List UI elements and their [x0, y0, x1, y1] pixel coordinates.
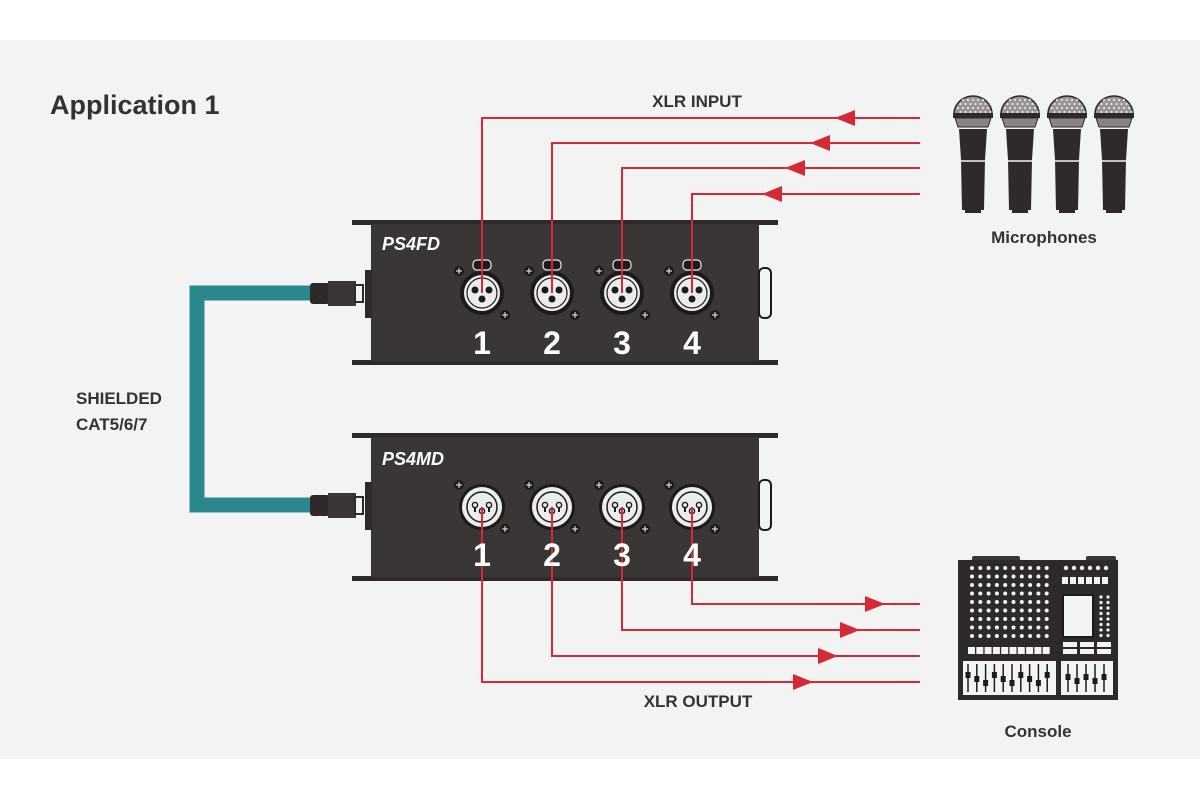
ps4fd-device: PS4FD [352, 220, 778, 365]
console-label: Console [1004, 722, 1071, 741]
cable-label-line1: SHIELDED [76, 389, 162, 408]
xlr-input-label: XLR INPUT [652, 92, 742, 111]
mixing-console-icon [958, 556, 1118, 700]
output-line-4 [691, 507, 920, 612]
arrow-right-icon [840, 622, 860, 638]
ps4md-model-label: PS4MD [382, 449, 444, 469]
xlr-output-lines [481, 507, 920, 690]
input-line-2 [551, 135, 920, 293]
xlr-output-label: XLR OUTPUT [644, 692, 753, 711]
cable-label-line2: CAT5/6/7 [76, 415, 148, 434]
input-line-4 [691, 186, 920, 293]
ps4fd-channel-number-3: 3 [613, 325, 631, 361]
microphone-icon [1094, 95, 1134, 213]
rj45-plug-bottom [310, 493, 364, 518]
ps4fd-channel-number-1: 1 [473, 325, 491, 361]
output-line-1 [481, 507, 920, 690]
microphone-icon [953, 95, 993, 213]
ps4md-channel-number-4: 4 [683, 537, 701, 573]
ps4fd-model-label: PS4FD [382, 234, 440, 254]
input-line-3 [621, 160, 920, 293]
microphones-group [953, 95, 1134, 213]
diagram-title: Application 1 [50, 90, 220, 120]
output-line-3 [621, 507, 920, 638]
microphone-icon [1047, 95, 1087, 213]
arrow-left-icon [762, 186, 782, 202]
xlr-male-connector-1[interactable] [454, 480, 510, 534]
microphones-label: Microphones [991, 228, 1097, 247]
ps4md-channel-number-3: 3 [613, 537, 631, 573]
input-line-1 [481, 110, 920, 293]
arrow-left-icon [810, 135, 830, 151]
ps4md-device: PS4MD [352, 433, 778, 581]
arrow-left-icon [835, 110, 855, 126]
arrow-left-icon [785, 160, 805, 176]
arrow-right-icon [818, 648, 838, 664]
xlr-female-connector-4[interactable] [664, 259, 720, 320]
xlr-input-lines [481, 110, 920, 293]
cat-cable [189, 281, 364, 518]
arrow-right-icon [793, 674, 813, 690]
ps4fd-channel-number-4: 4 [683, 325, 701, 361]
microphone-icon [1000, 95, 1040, 213]
ps4md-channel-number-1: 1 [473, 537, 491, 573]
arrow-right-icon [865, 596, 885, 612]
rj45-plug-top [310, 281, 364, 306]
output-line-2 [551, 507, 920, 664]
ps4md-channel-number-2: 2 [543, 537, 561, 573]
ps4fd-channel-number-2: 2 [543, 325, 561, 361]
